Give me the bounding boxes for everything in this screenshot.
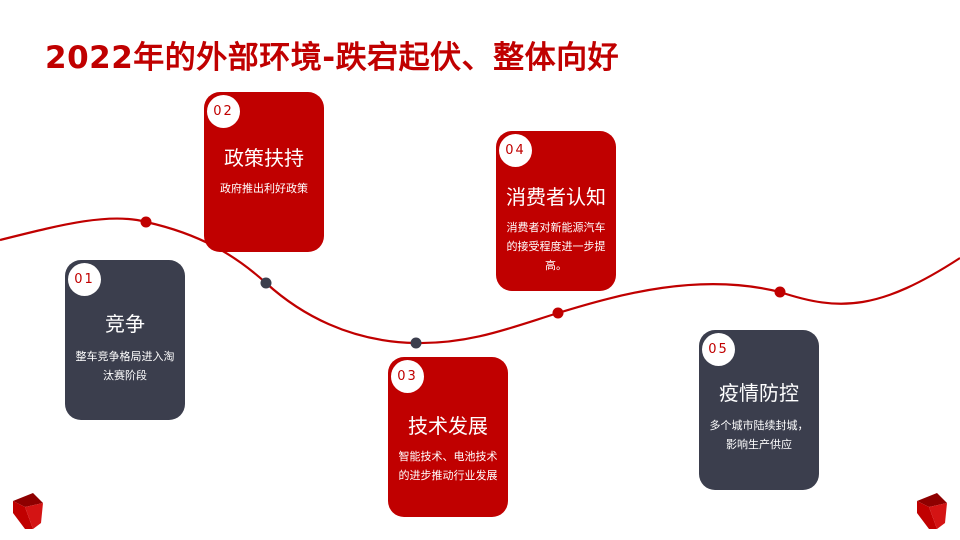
slide-title: 2022年的外部环境-跌宕起伏、整体向好 [45, 40, 620, 76]
timeline-dot-red [140, 216, 152, 228]
timeline-dot-red [774, 286, 786, 298]
card-description: 消费者对新能源汽车的接受程度进一步提高。 [506, 221, 606, 272]
card-number-badge: 03 [391, 360, 424, 393]
timeline-dot-dark [260, 277, 272, 289]
card-number-badge: 02 [207, 95, 240, 128]
card-title: 竞争 [105, 312, 145, 336]
card-description: 政府推出利好政策 [220, 182, 308, 195]
card-consumer-awareness: 04 消费者认知 消费者对新能源汽车的接受程度进一步提高。 [496, 131, 616, 291]
card-title: 疫情防控 [719, 381, 799, 405]
card-competition: 01 竞争 整车竞争格局进入淘汰赛阶段 [65, 260, 185, 420]
corner-decoration-right-icon [917, 493, 947, 529]
card-policy-support: 02 政策扶持 政府推出利好政策 [204, 92, 324, 252]
card-title: 消费者认知 [506, 185, 606, 209]
card-description: 智能技术、电池技术的进步推动行业发展 [398, 450, 498, 482]
timeline-dot-dark [410, 337, 422, 349]
corner-decoration-left-icon [13, 493, 43, 529]
card-number-badge: 05 [702, 333, 735, 366]
card-tech-development: 03 技术发展 智能技术、电池技术的进步推动行业发展 [388, 357, 508, 517]
card-description: 多个城市陆续封城，影响生产供应 [709, 419, 809, 451]
card-number-badge: 01 [68, 263, 101, 296]
timeline-dot-red [552, 307, 564, 319]
card-title: 技术发展 [408, 414, 488, 438]
card-title: 政策扶持 [224, 146, 304, 170]
card-epidemic-control: 05 疫情防控 多个城市陆续封城，影响生产供应 [699, 330, 819, 490]
card-description: 整车竞争格局进入淘汰赛阶段 [75, 350, 175, 382]
card-number-badge: 04 [499, 134, 532, 167]
